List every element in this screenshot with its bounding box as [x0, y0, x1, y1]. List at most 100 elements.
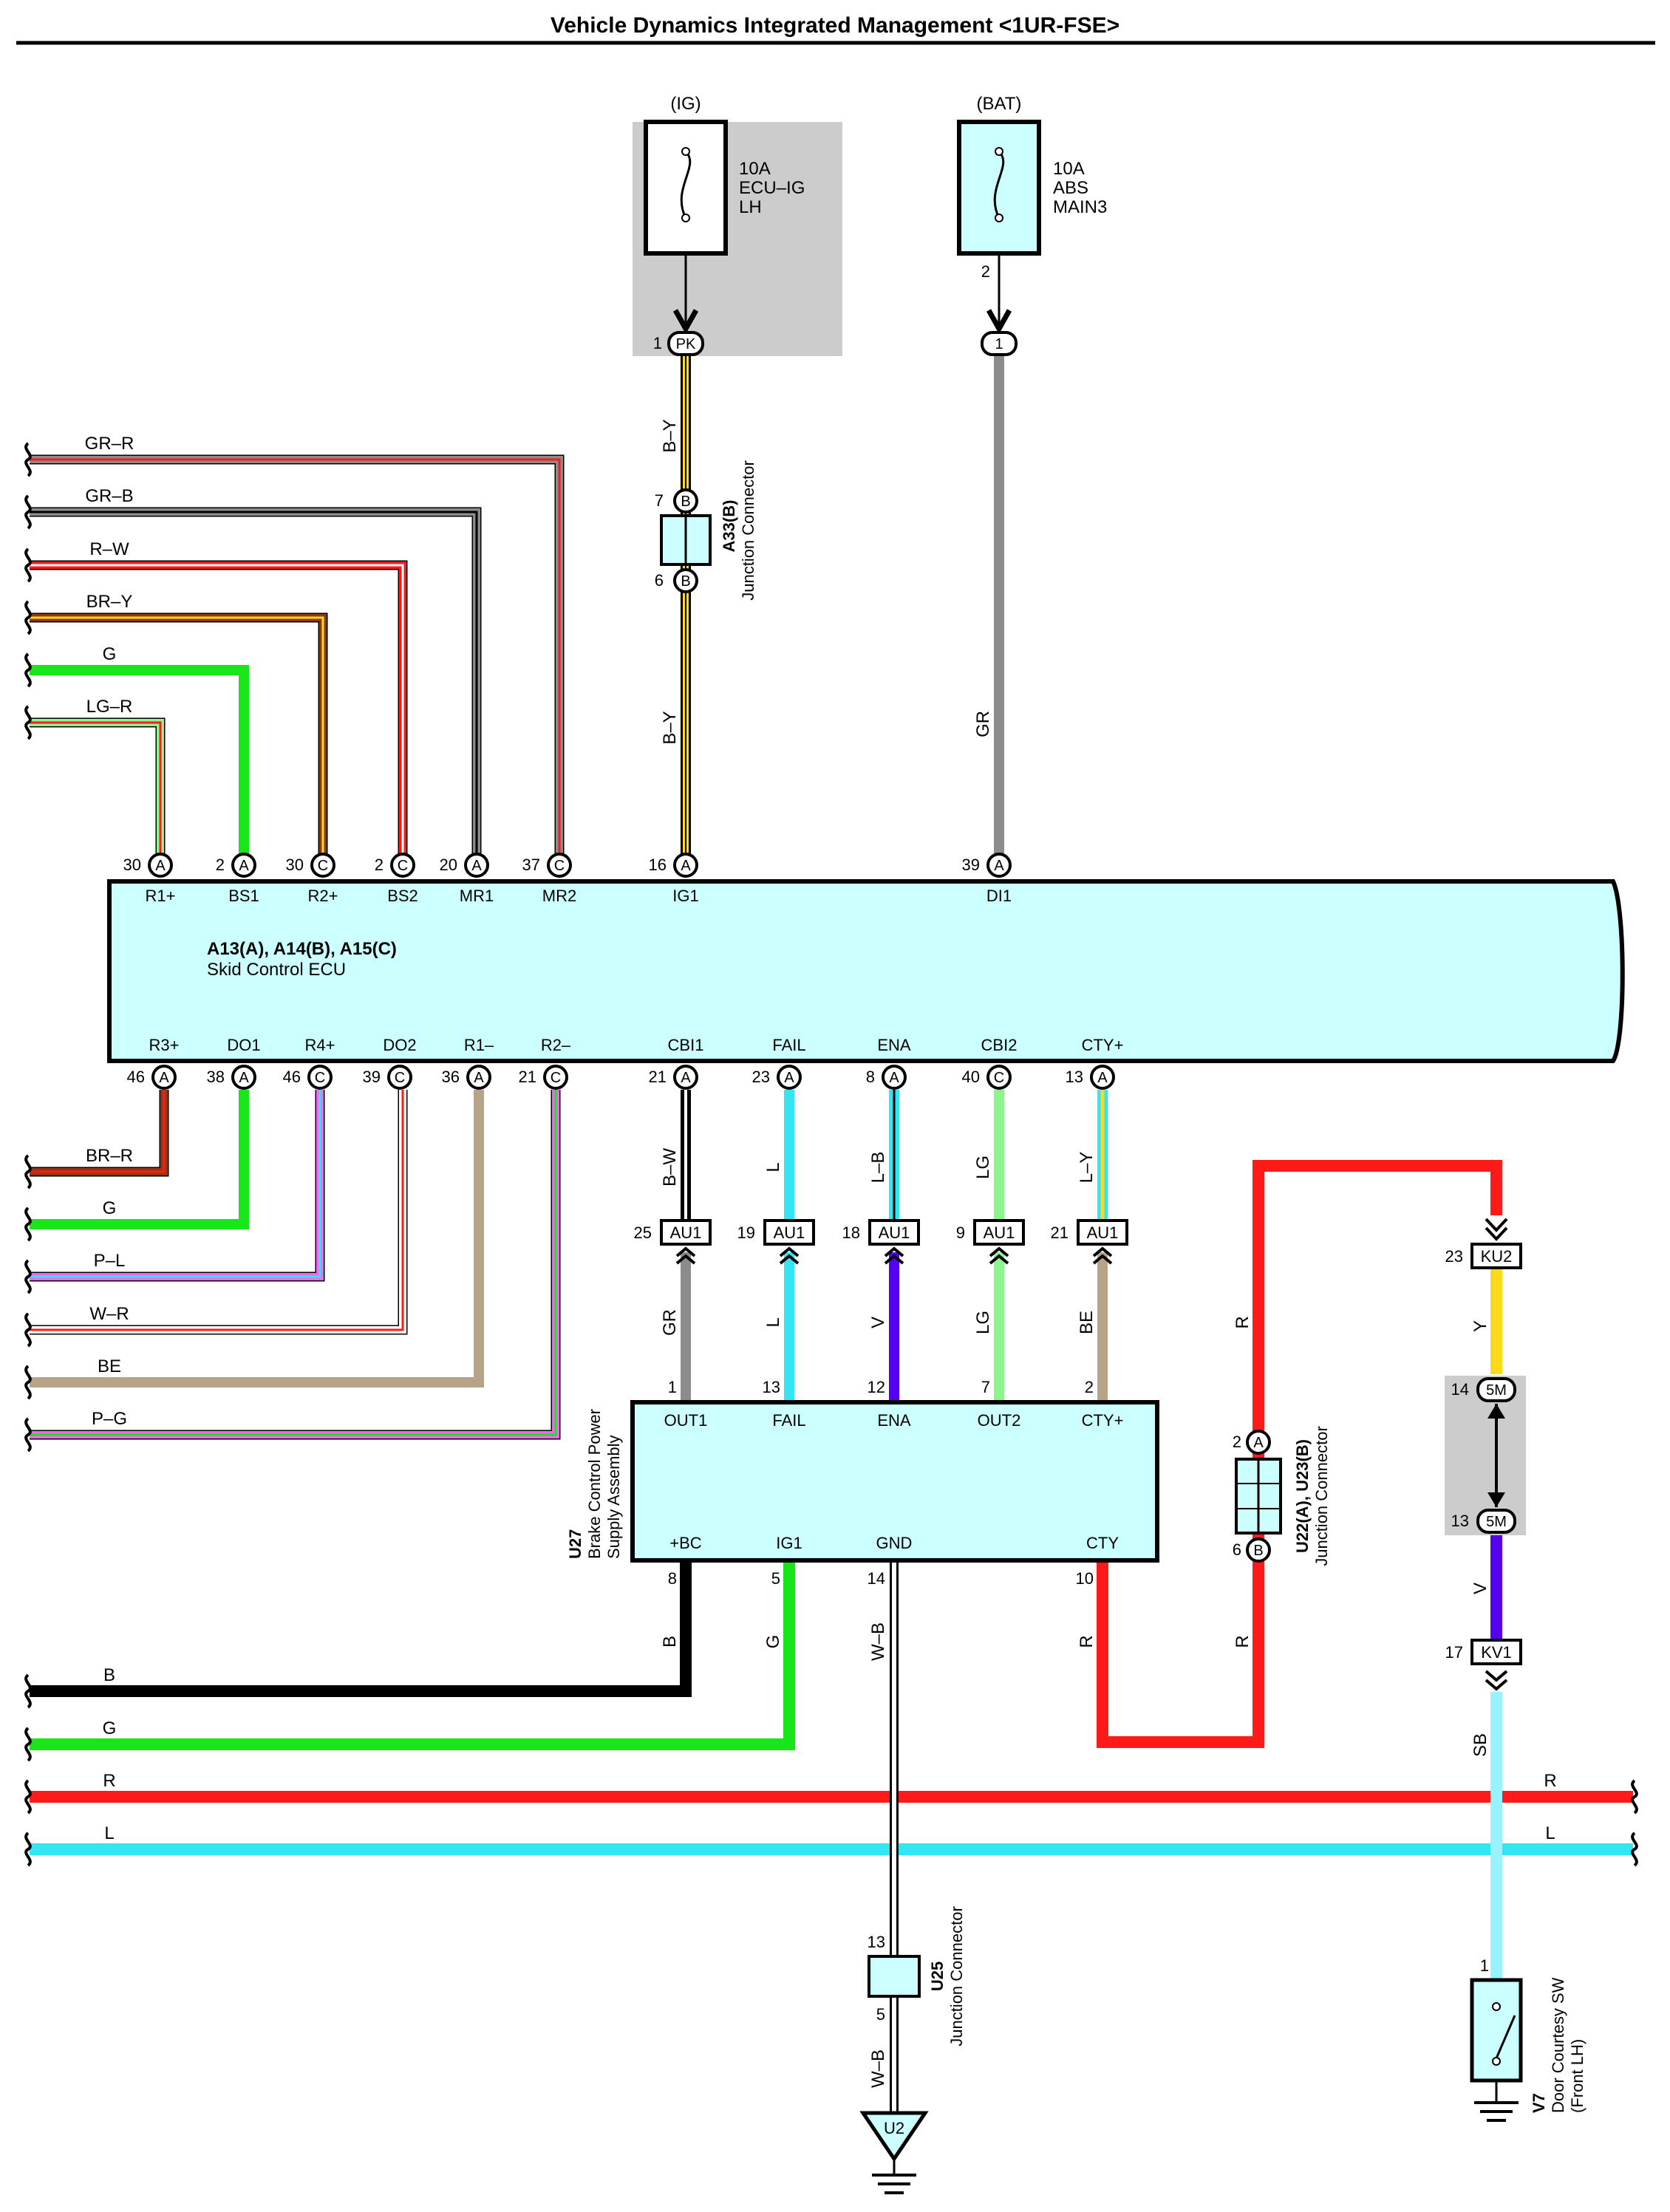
- a33-pin-top: 7: [655, 491, 664, 510]
- svg-text:2: 2: [216, 856, 225, 874]
- switch-contact-top: [1492, 2002, 1501, 2011]
- wire-label-w-b-bottom: W–B: [868, 2049, 888, 2088]
- wire-label-v: V: [1470, 1583, 1490, 1594]
- wire-label-r-u22-bottom: R: [1233, 1635, 1252, 1648]
- u27-name-line2: Supply Assembly: [604, 1435, 623, 1559]
- svg-text:DO2: DO2: [383, 1036, 416, 1054]
- svg-text:CBI2: CBI2: [981, 1036, 1018, 1054]
- a33-id: A33(B): [720, 500, 738, 553]
- wire-label-gr-out1: GR: [660, 1309, 680, 1336]
- svg-text:18: 18: [842, 1223, 860, 1242]
- svg-text:16: 16: [649, 856, 667, 874]
- wire-label-be: BE: [98, 1356, 121, 1376]
- fuse-ig-arrow: [672, 309, 699, 335]
- ecu-pin-bs1: 2 A BS1: [216, 853, 259, 905]
- u27-label-gnd: GND: [876, 1534, 913, 1552]
- au1-connector-19: 19 AU1: [737, 1219, 815, 1265]
- ecu-pin-cbi1: CBI1 21 A: [649, 1036, 703, 1090]
- u27-pin-7: 7: [981, 1378, 990, 1396]
- svg-text:46: 46: [127, 1068, 145, 1086]
- ecu-pin-mr1: 20 A MR1: [440, 853, 494, 905]
- 5m-connector-top: [1476, 1377, 1516, 1402]
- wire-label-gr-b: GR–B: [85, 486, 133, 506]
- wire-label-b-y-bottom: B–Y: [660, 711, 680, 744]
- wire-label-w-r: W–R: [89, 1304, 129, 1324]
- fuse-bat-line3: MAIN3: [1053, 197, 1107, 217]
- 5m-top-label: 5M: [1486, 1382, 1507, 1399]
- svg-text:A: A: [155, 858, 166, 874]
- u27-id: U27: [566, 1529, 584, 1559]
- au1-connector-21: 21 AU1: [1051, 1219, 1128, 1265]
- wire-label-lg-down: LG: [973, 1311, 993, 1334]
- u2-ground-triangle: [859, 2111, 929, 2162]
- a33-pin-top-conn: B: [681, 494, 690, 510]
- v7-name-line1: Door Courtesy SW: [1549, 1977, 1567, 2113]
- wire-label-y: Y: [1470, 1320, 1490, 1332]
- wire-label-lg-r: LG–R: [86, 697, 133, 717]
- ecu-pin-r2minus: R2– 21 C: [519, 1036, 571, 1090]
- ecu-pin-r1minus: R1– 36 A: [442, 1036, 494, 1090]
- u22-pin-a-circle: [1246, 1430, 1271, 1455]
- svg-text:21: 21: [649, 1068, 667, 1086]
- svg-text:AU1: AU1: [774, 1223, 805, 1242]
- u27-label-out1: OUT1: [664, 1411, 708, 1430]
- ku2-label: KU2: [1481, 1247, 1513, 1266]
- svg-text:ENA: ENA: [877, 1036, 911, 1054]
- u25-id: U25: [928, 1962, 947, 1991]
- ecu-pin-bs2: 2 C BS2: [375, 853, 418, 905]
- svg-text:FAIL: FAIL: [772, 1036, 805, 1054]
- wire-label-g-ig1: G: [763, 1635, 783, 1649]
- fuse-ig-line2: ECU–IG: [739, 178, 805, 198]
- 5m-shaded-area: [1445, 1376, 1526, 1535]
- wire-label-bus-l-right: L: [1545, 1823, 1555, 1843]
- 5m-top-num: 14: [1451, 1380, 1469, 1399]
- a33-name: Junction Connector: [739, 460, 757, 601]
- kv1-label: KV1: [1481, 1643, 1512, 1662]
- ig-connector-pin: 1: [653, 334, 662, 352]
- ku2-connector: [1470, 1243, 1522, 1269]
- svg-text:21: 21: [519, 1068, 536, 1086]
- u25-junction-connector: [868, 1955, 921, 1998]
- u27-pin-2: 2: [1085, 1378, 1094, 1396]
- ecu-top-pins: 30 A R1+ 2 A BS1 30 C R2+ 2 C BS2 20 A M…: [123, 853, 1012, 905]
- svg-text:MR2: MR2: [542, 887, 576, 905]
- fuse-ig-line3: LH: [739, 197, 762, 217]
- svg-text:R1–: R1–: [464, 1036, 494, 1054]
- wire-label-bus-b: B: [103, 1665, 115, 1685]
- fuse-bat-pin: 2: [981, 262, 990, 281]
- u22-pin-a-num: 2: [1233, 1433, 1241, 1451]
- a33-pin-bottom: 6: [655, 571, 664, 590]
- wire-label-bus-l: L: [104, 1823, 114, 1843]
- svg-text:25: 25: [634, 1223, 652, 1242]
- svg-text:DI1: DI1: [986, 887, 1012, 905]
- au1-connector-25: 25 AU1: [634, 1219, 712, 1265]
- svg-text:30: 30: [286, 856, 304, 874]
- svg-text:13: 13: [1066, 1068, 1083, 1086]
- u22-name: Junction Connector: [1312, 1426, 1331, 1566]
- u27-label-cty: CTY: [1086, 1534, 1119, 1552]
- svg-text:CTY+: CTY+: [1082, 1036, 1124, 1054]
- switch-blade: [1495, 2015, 1516, 2059]
- ecu-pin-ig1: 16 A IG1: [649, 853, 699, 905]
- bus-wires: [30, 1563, 1633, 1855]
- svg-text:A: A: [474, 1070, 484, 1086]
- svg-text:38: 38: [207, 1068, 225, 1086]
- u27-pin-14: 14: [868, 1569, 885, 1588]
- kv1-connector: [1470, 1639, 1522, 1665]
- wire-label-g-bottom: G: [103, 1198, 117, 1218]
- fuse-bat-line1: 10A: [1053, 159, 1085, 179]
- u27-pin-12: 12: [868, 1378, 885, 1396]
- svg-text:19: 19: [737, 1223, 755, 1242]
- u27-label-out2: OUT2: [978, 1411, 1021, 1430]
- bat-connector-label: 1: [995, 336, 1003, 352]
- a33-pin-top-circle: [673, 488, 698, 513]
- a33-pin-bottom-circle: [673, 568, 698, 593]
- fuse-bat-group: (BAT): [977, 94, 1022, 114]
- lower-signal-wires: [681, 1252, 1108, 1400]
- svg-text:30: 30: [123, 856, 141, 874]
- svg-text:BS2: BS2: [387, 887, 418, 905]
- left-top-wires: [30, 454, 565, 866]
- svg-text:IG1: IG1: [672, 887, 698, 905]
- wire-label-b-bc: B: [660, 1636, 680, 1648]
